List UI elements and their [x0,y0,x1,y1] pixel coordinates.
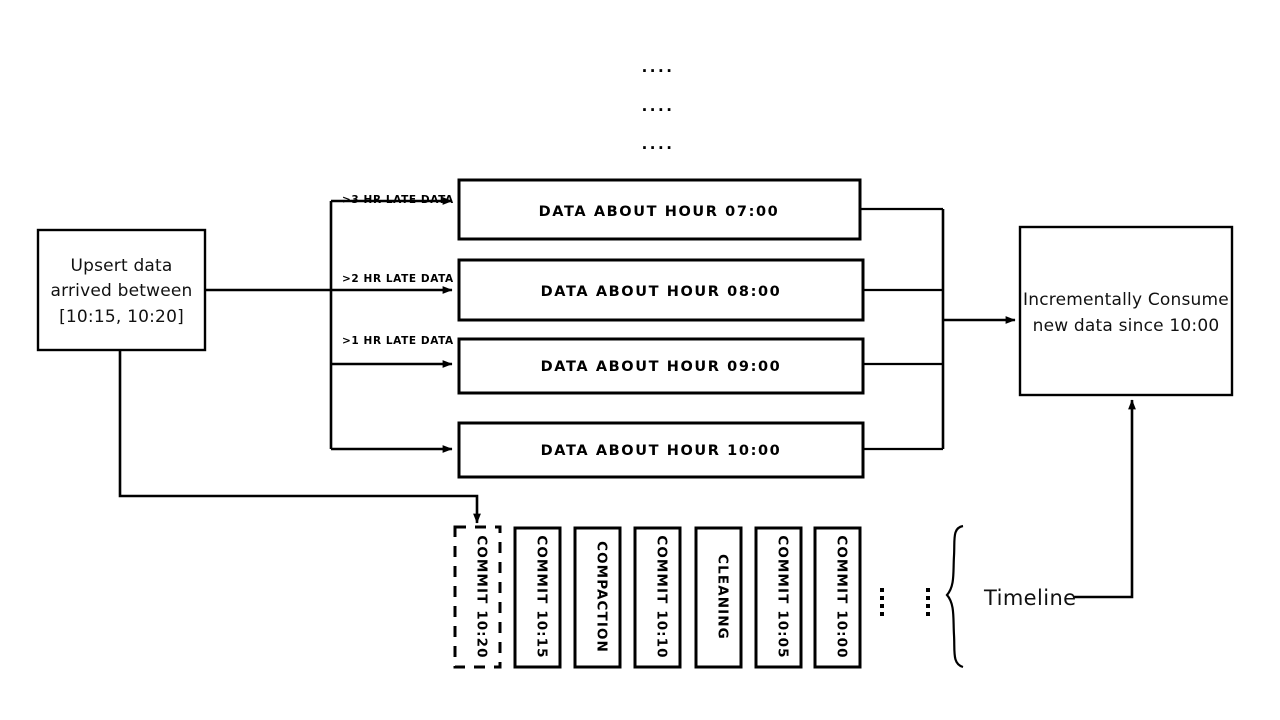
ellipsis-row-2: .... [642,97,675,115]
commit-box-10-15[interactable]: COMMIT 10:15 [513,526,562,669]
ellipsis-row-3: .... [642,135,675,153]
ellipsis-row-1: .... [642,58,675,76]
source-box-line2: arrived between [50,281,192,301]
commit-box-cleaning-label: CLEANING [715,554,731,640]
commit-box-10-05[interactable]: COMMIT 10:05 [754,526,803,669]
commit-box-10-20-label: COMMIT 10:20 [474,535,490,658]
commit-box-10-00-label: COMMIT 10:00 [834,535,850,658]
consume-box-line2: new data since 10:00 [1033,316,1220,336]
timeline-continuation-dots-left [880,588,884,616]
hour-box-09-label: DATA ABOUT HOUR 09:00 [541,359,782,375]
commit-box-10-00[interactable]: COMMIT 10:00 [813,526,862,669]
commit-box-compaction-label: COMPACTION [594,541,610,653]
branch-label-1hr: >1 HR LATE DATA [342,335,454,347]
hour-box-08[interactable]: DATA ABOUT HOUR 08:00 [457,258,865,322]
hour-box-07[interactable]: DATA ABOUT HOUR 07:00 [457,178,862,241]
commit-box-10-20[interactable]: COMMIT 10:20 [453,525,502,669]
commit-box-compaction[interactable]: COMPACTION [573,526,622,669]
branch-label-3hr: >3 HR LATE DATA [342,194,454,206]
branch-label-2hr: >2 HR LATE DATA [342,273,454,285]
timeline-continuation-dots-right [926,588,930,616]
connector-timeline-to-consume [1074,399,1136,599]
hour-box-09[interactable]: DATA ABOUT HOUR 09:00 [457,337,865,395]
timeline-brace [945,524,964,669]
timeline-label: Timeline [983,586,1077,610]
commit-box-cleaning[interactable]: CLEANING [694,526,743,669]
hour-box-10-label: DATA ABOUT HOUR 10:00 [541,443,782,459]
source-box-line1: Upsert data [70,256,172,276]
commit-box-10-10-label: COMMIT 10:10 [654,535,670,658]
commit-box-10-05-label: COMMIT 10:05 [775,535,791,658]
commit-box-10-10[interactable]: COMMIT 10:10 [633,526,682,669]
connector-source-to-commit [118,350,481,524]
consume-box[interactable]: Incrementally Consume new data since 10:… [1018,225,1234,397]
hour-box-10[interactable]: DATA ABOUT HOUR 10:00 [457,421,865,479]
consume-box-line1: Incrementally Consume [1023,290,1229,310]
source-box-line3: [10:15, 10:20] [59,307,184,327]
commit-box-10-15-label: COMMIT 10:15 [534,535,550,658]
source-box[interactable]: Upsert data arrived between [10:15, 10:2… [36,228,207,352]
hour-box-07-label: DATA ABOUT HOUR 07:00 [539,204,780,220]
hour-box-08-label: DATA ABOUT HOUR 08:00 [541,284,782,300]
